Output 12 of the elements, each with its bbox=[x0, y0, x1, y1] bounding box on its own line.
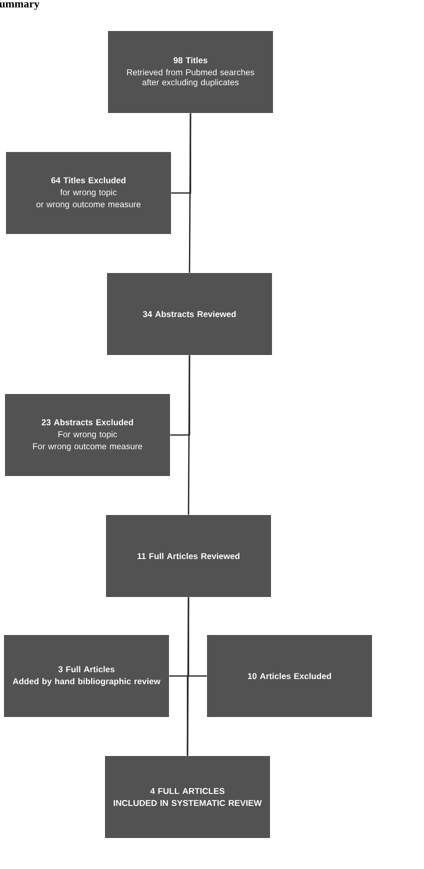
process-box: 23 Abstracts Excluded For wrong topic For wrong outcome measure bbox=[5, 394, 170, 476]
process-box: 4 FULL ARTICLES INCLUDED IN SYSTEMATIC REVIEW bbox=[105, 756, 270, 838]
connector-line bbox=[171, 113, 192, 194]
process-box: 64 Titles Excluded for wrong topic or wrong outcome measure bbox=[6, 152, 171, 234]
connector-line bbox=[169, 675, 188, 756]
process-box: 3 Full Articles Added by hand bibliographic review bbox=[4, 635, 169, 717]
process-box: 98 Titles Retrieved from Pubmed searches after excluding duplicates bbox=[108, 31, 273, 113]
process-box: 10 Articles Excluded bbox=[207, 635, 372, 717]
process-box: 11 Full Articles Reviewed bbox=[106, 515, 271, 597]
connector-line bbox=[188, 597, 207, 677]
connector-line bbox=[170, 355, 190, 436]
process-box: 34 Abstracts Reviewed bbox=[107, 273, 272, 355]
